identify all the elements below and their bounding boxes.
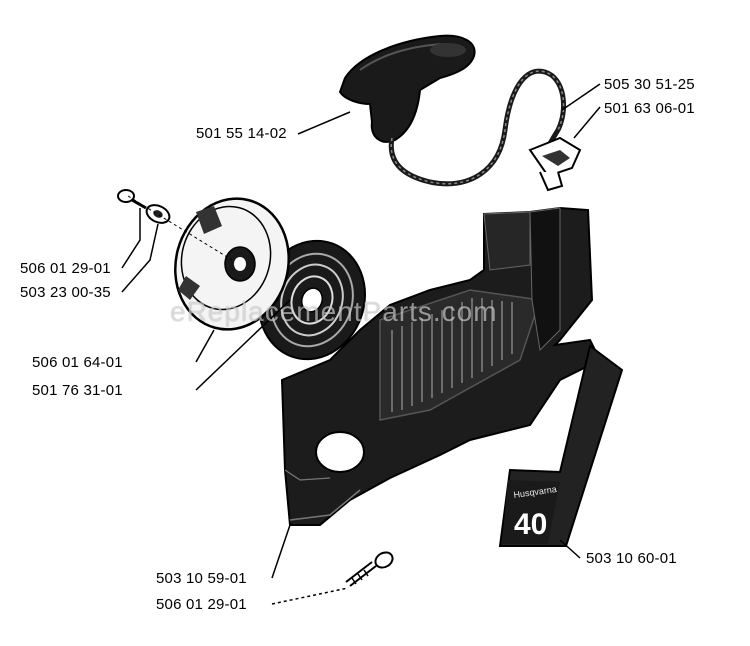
label-bushing: 501 63 06-01 <box>604 100 695 117</box>
starter-cover-housing <box>280 206 602 526</box>
starter-pulley <box>174 197 290 331</box>
cover-screw <box>345 551 394 587</box>
pulley-washer <box>145 204 171 224</box>
pulley-screw <box>117 189 147 210</box>
starter-handle <box>338 34 476 143</box>
model-decal: Husqvarna 40 <box>498 344 624 547</box>
label-handle: 501 55 14-02 <box>196 125 287 142</box>
label-rope: 505 30 51-25 <box>604 76 695 93</box>
label-screw-top: 506 01 29-01 <box>20 260 111 277</box>
rope-bushing <box>528 136 582 192</box>
label-screw-bottom: 506 01 29-01 <box>156 596 247 613</box>
label-washer: 503 23 00-35 <box>20 284 111 301</box>
label-pulley: 506 01 64-01 <box>32 354 123 371</box>
label-spring: 501 76 31-01 <box>32 382 123 399</box>
label-decal: 503 10 60-01 <box>586 550 677 567</box>
leader-lines <box>121 83 601 605</box>
decal-model-text: 40 <box>514 508 547 541</box>
label-cover-part: 503 10 59-01 <box>156 570 247 587</box>
